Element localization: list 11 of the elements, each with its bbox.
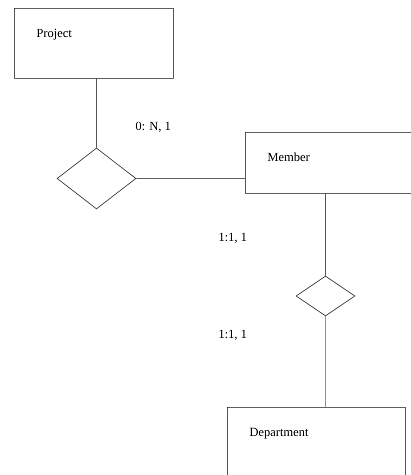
entity-box: Member <box>245 132 411 194</box>
entity-box: Project <box>14 8 174 79</box>
entity-box: Department <box>227 407 406 475</box>
connector-line <box>325 316 326 408</box>
cardinality-label: 1:1, 1 <box>220 330 246 340</box>
relationship-diamond <box>56 148 136 210</box>
cardinality-label: 0: N, 1 <box>136 122 170 132</box>
connector-line <box>136 178 246 179</box>
connector-line <box>325 193 326 276</box>
connector-line <box>96 78 97 148</box>
cardinality-label: 1:1, 1 <box>220 232 246 243</box>
